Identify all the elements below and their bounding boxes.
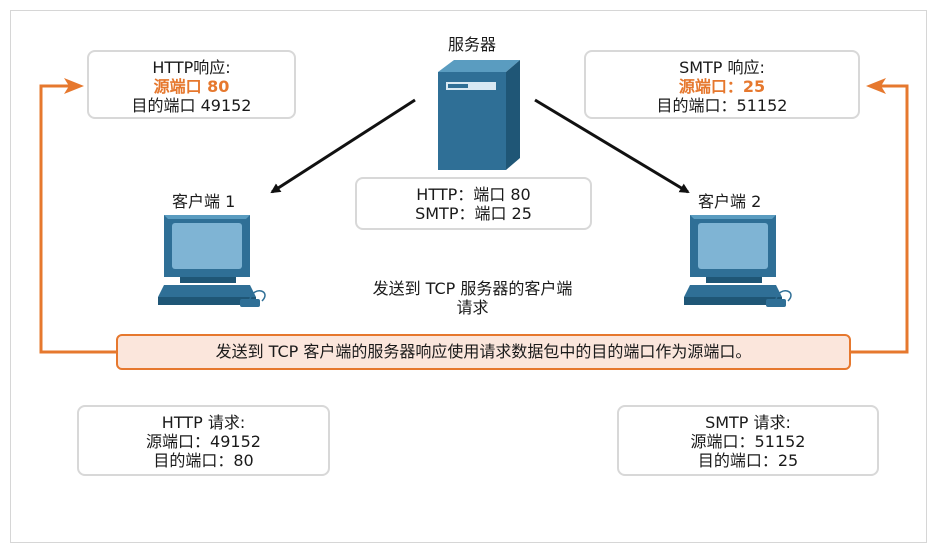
smtp-response-path	[851, 84, 909, 354]
arrow-to-client-1	[270, 98, 416, 194]
server-http-port: HTTP：端口 80	[416, 185, 531, 204]
diagram-frame	[10, 10, 927, 543]
smtp-response-arrowhead	[866, 78, 886, 94]
http-response-dest-port: 目的端口 49152	[131, 96, 252, 115]
http-request-title: HTTP 请求:	[161, 413, 246, 432]
smtp-response-title: SMTP 响应:	[679, 58, 765, 77]
http-response-box: HTTP响应: 源端口 80 目的端口 49152	[87, 50, 296, 119]
smtp-response-source-port: 源端口：25	[678, 77, 766, 96]
smtp-response-box: SMTP 响应: 源端口：25 目的端口：51152	[584, 50, 860, 119]
smtp-request-title: SMTP 请求:	[705, 413, 791, 432]
smtp-request-dest-port: 目的端口：25	[697, 451, 799, 470]
arrow-to-client-2	[534, 98, 690, 194]
server-smtp-port: SMTP：端口 25	[415, 204, 532, 223]
server-ports-box: HTTP：端口 80 SMTP：端口 25	[355, 177, 592, 230]
client-1-label: 客户端 1	[172, 192, 236, 211]
http-response-path	[39, 84, 116, 354]
client-2-label: 客户端 2	[698, 192, 762, 211]
response-banner: 发送到 TCP 客户端的服务器响应使用请求数据包中的目的端口作为源端口。	[116, 334, 851, 370]
request-note-line-1: 发送到 TCP 服务器的客户端	[372, 279, 573, 298]
client-2-computer-icon	[684, 215, 792, 307]
http-request-source-port: 源端口：49152	[146, 432, 261, 451]
request-note-line-2: 请求	[456, 298, 489, 317]
client-1-computer-icon	[158, 215, 266, 307]
http-response-source-port: 源端口 80	[153, 77, 230, 96]
request-note: 发送到 TCP 服务器的客户端 请求	[340, 279, 605, 317]
smtp-request-source-port: 源端口：51152	[690, 432, 806, 451]
server-icon	[438, 60, 520, 170]
smtp-request-box: SMTP 请求: 源端口：51152 目的端口：25	[617, 405, 879, 476]
http-response-title: HTTP响应:	[152, 58, 231, 77]
http-request-dest-port: 目的端口：80	[153, 451, 254, 470]
http-response-arrowhead	[64, 78, 84, 94]
smtp-response-dest-port: 目的端口：51152	[656, 96, 788, 115]
http-request-box: HTTP 请求: 源端口：49152 目的端口：80	[77, 405, 330, 476]
server-label: 服务器	[448, 35, 497, 54]
